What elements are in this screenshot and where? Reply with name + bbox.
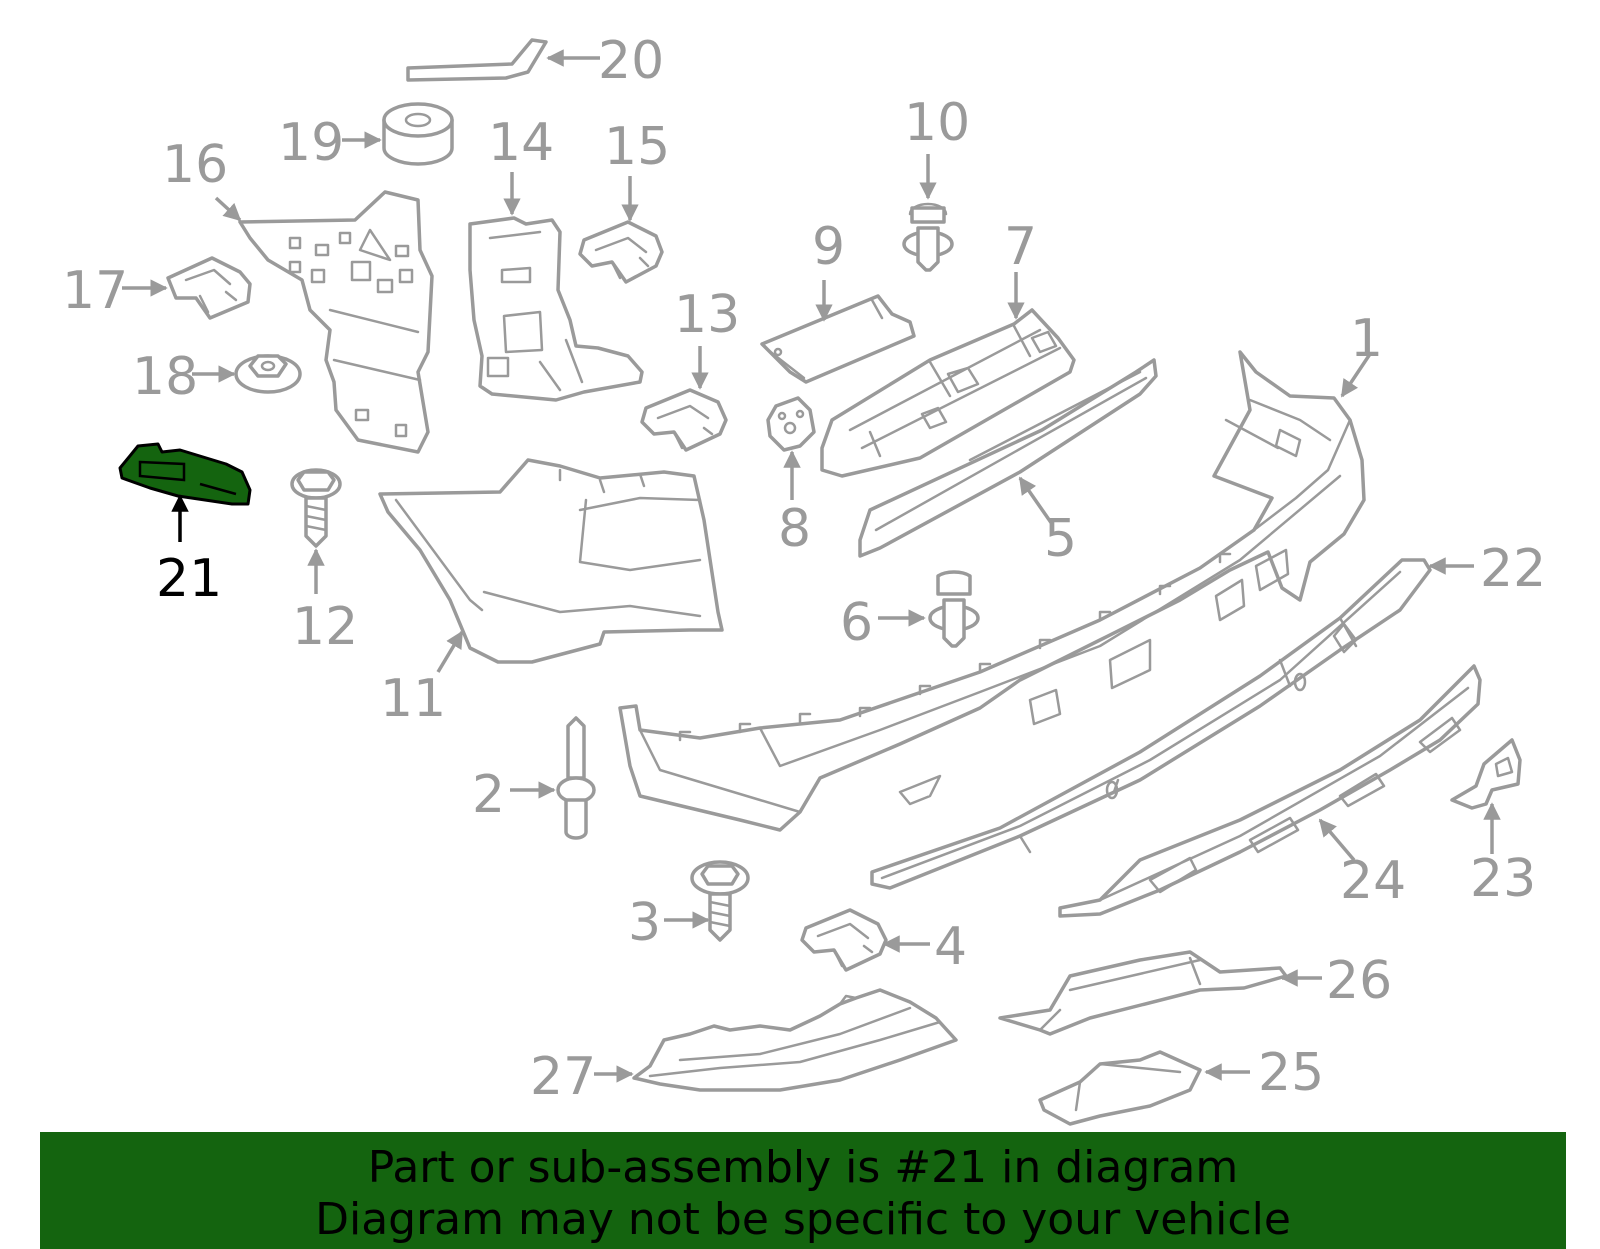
label-6: 6 — [840, 593, 873, 653]
part-3-bolt: 3 — [628, 860, 750, 953]
part-25-cover: 25 — [1038, 1043, 1324, 1126]
part-13-clip: 13 — [640, 285, 740, 452]
part-9-deflector: 9 — [760, 217, 916, 384]
label-17: 17 — [62, 261, 128, 321]
label-11: 11 — [380, 669, 446, 729]
label-25: 25 — [1258, 1043, 1324, 1103]
part-19-rubber-pad: 19 — [278, 102, 454, 173]
label-9: 9 — [812, 217, 845, 277]
part-17-clip: 17 — [62, 256, 252, 321]
part-2-pin: 2 — [472, 716, 596, 840]
label-24: 24 — [1340, 851, 1406, 911]
label-13: 13 — [674, 285, 740, 345]
label-16: 16 — [162, 135, 228, 195]
part-22-lower-molding: 22 — [870, 539, 1546, 890]
part-7-reinforcement: 7 — [820, 217, 1076, 478]
label-8: 8 — [778, 499, 811, 559]
part-8-bracket: 8 — [766, 396, 816, 559]
label-15: 15 — [604, 117, 670, 177]
label-14: 14 — [488, 113, 554, 173]
label-20: 20 — [598, 31, 664, 91]
part-24-diffuser: 24 — [1058, 664, 1482, 918]
part-14-bracket: 14 — [468, 113, 644, 402]
part-18-nut: 18 — [132, 347, 302, 407]
part-6-push-clip: 6 — [840, 570, 980, 653]
label-21: 21 — [156, 549, 222, 609]
part-27-lamp: 27 — [530, 988, 958, 1107]
label-2: 2 — [472, 765, 505, 825]
part-1-bumper-cover: 1 — [618, 309, 1383, 832]
label-23: 23 — [1470, 849, 1536, 909]
label-5: 5 — [1044, 509, 1077, 569]
part-4-clip: 4 — [800, 908, 967, 977]
banner-line-2: Diagram may not be specific to your vehi… — [315, 1194, 1291, 1245]
part-12-bolt: 12 — [290, 468, 358, 657]
label-10: 10 — [904, 93, 970, 153]
label-26: 26 — [1326, 951, 1392, 1011]
part-10-push-clip: 10 — [902, 93, 970, 272]
label-22: 22 — [1480, 539, 1546, 599]
label-27: 27 — [530, 1047, 596, 1107]
part-5-absorber: 5 — [858, 358, 1158, 569]
label-12: 12 — [292, 597, 358, 657]
part-21-highlighted[interactable]: 21 — [118, 442, 252, 609]
part-15-clip: 15 — [578, 117, 670, 284]
label-19: 19 — [278, 113, 344, 173]
label-7: 7 — [1004, 217, 1037, 277]
part-23-bracket: 23 — [1450, 738, 1536, 909]
part-16-bracket: 16 — [162, 135, 434, 454]
banner-line-1: Part or sub-assembly is #21 in diagram — [367, 1142, 1239, 1193]
label-4: 4 — [934, 917, 967, 977]
label-3: 3 — [628, 893, 661, 953]
label-18: 18 — [132, 347, 198, 407]
label-1: 1 — [1350, 309, 1383, 369]
part-20-trim-strip: 20 — [406, 31, 664, 91]
part-26-side-trim: 26 — [998, 950, 1392, 1036]
part-11-corner-cover: 11 — [378, 458, 724, 729]
info-banner: Part or sub-assembly is #21 in diagram D… — [40, 1132, 1566, 1249]
